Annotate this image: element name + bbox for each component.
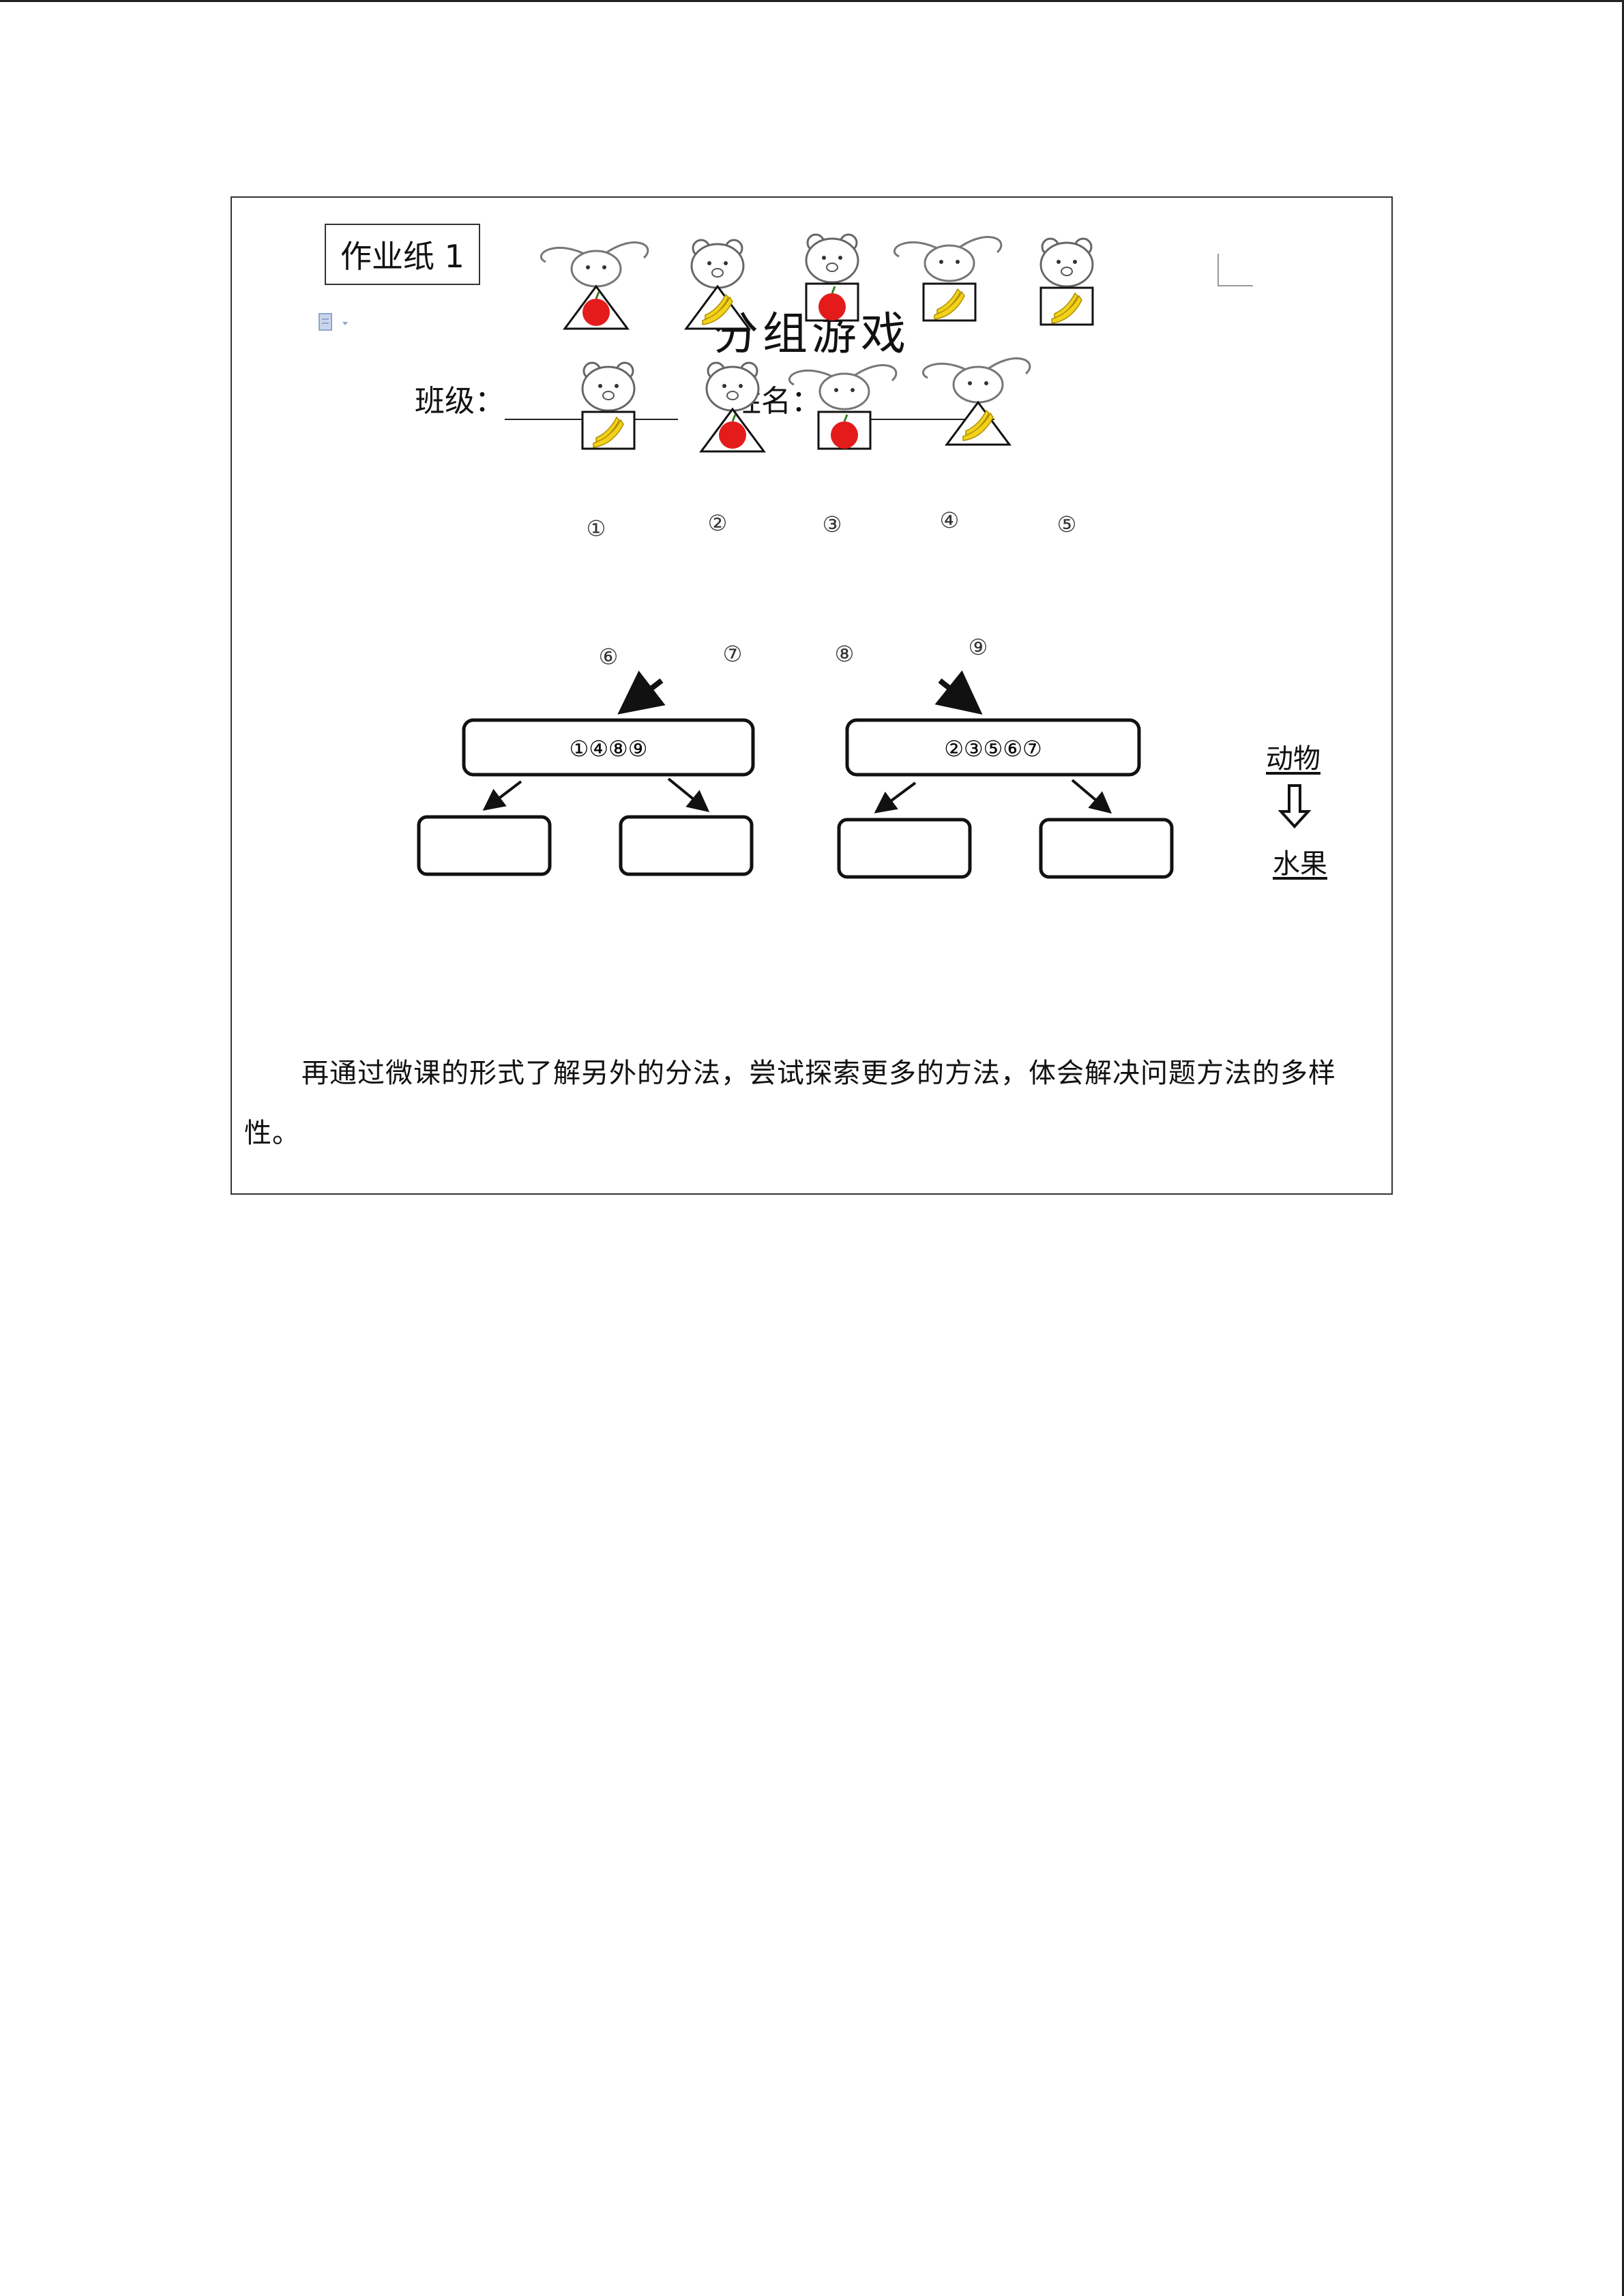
figure-7: ⑦: [699, 361, 766, 667]
left-subgroup-box-b[interactable]: [619, 815, 754, 876]
legend-bottom-label: 水果: [1273, 848, 1327, 880]
margin-corner-mark: [1217, 254, 1253, 286]
figure-number: ⑧: [835, 641, 855, 667]
right-subgroup-box-b[interactable]: [1039, 818, 1174, 879]
left-group-label: ①④⑧⑨: [570, 736, 648, 762]
figure-4: ④: [894, 236, 1003, 533]
figure-1: ①: [540, 241, 649, 541]
figure-number: ⑤: [1057, 511, 1077, 537]
worksheet-label: 作业纸 1: [325, 224, 480, 285]
grouping-illustration: ① ② ③ ④ ⑤ ⑥ ⑦ ⑧ ⑨ ①④⑧⑨ ②③⑤⑥⑦: [417, 233, 1312, 879]
left-subgroup-box-a[interactable]: [417, 815, 552, 876]
body-paragraph: 再通过微课的形式了解另外的分法，尝试探索更多的方法，体会解决问题方法的多样性。: [244, 1058, 1336, 1149]
page-top-border: [0, 0, 1624, 2]
arrow-left-sub-a: [482, 780, 522, 811]
left-group-box: [462, 718, 755, 777]
arrow-left-sub-b: [667, 777, 710, 813]
down-arrow-icon: [1278, 784, 1312, 829]
figure-number: ⑥: [599, 644, 619, 670]
figure-number: ③: [823, 511, 842, 537]
figure-number: ⑦: [723, 641, 743, 667]
arrow-right-sub-a: [874, 781, 917, 814]
figure-number: ①: [587, 516, 606, 541]
figure-number: ④: [940, 507, 960, 533]
figure-9: ⑨: [922, 357, 1031, 660]
figure-5: ⑤: [1039, 237, 1094, 537]
page-right-border: [1622, 0, 1624, 2296]
figure-set: ① ② ③ ④ ⑤ ⑥ ⑦ ⑧ ⑨: [540, 233, 1094, 670]
right-group-box: [845, 718, 1141, 777]
right-group-label: ②③⑤⑥⑦: [944, 736, 1042, 762]
legend-top-label: 动物: [1266, 743, 1320, 775]
figure-number: ⑨: [969, 634, 988, 660]
arrow-right-sub-b: [1071, 779, 1112, 814]
figure-8: ⑧: [788, 364, 898, 667]
arrow-to-right-group: [934, 670, 983, 715]
paste-options-icon[interactable]: [316, 311, 355, 334]
arrow-to-left-group: [617, 670, 666, 715]
figure-3: ③: [805, 233, 859, 537]
figure-2: ②: [684, 239, 751, 536]
class-label: 班级：: [415, 384, 505, 419]
figure-6: ⑥: [581, 361, 636, 670]
name-blank[interactable]: [821, 381, 994, 420]
right-subgroup-box-a[interactable]: [837, 818, 972, 879]
figure-number: ②: [708, 510, 728, 536]
